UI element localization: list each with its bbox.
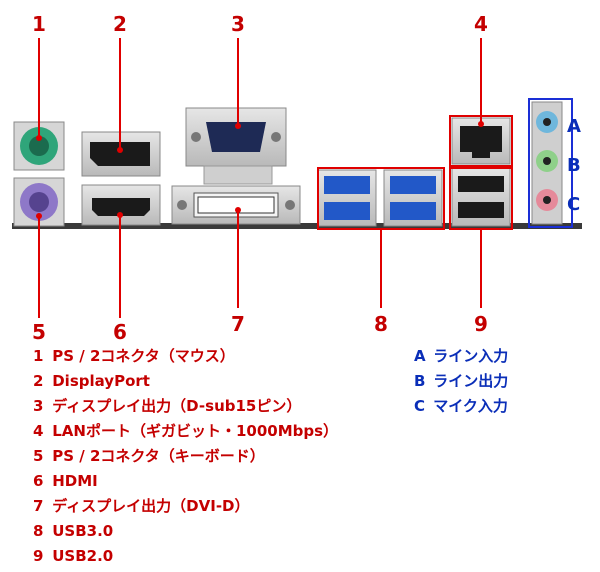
legend-text: マイク入力	[433, 397, 508, 415]
board-edge	[12, 223, 582, 229]
legend-item: 5 PS / 2コネクタ（キーボード）	[33, 444, 413, 469]
callout-c: C	[567, 194, 581, 215]
callout-3: 3	[231, 12, 245, 36]
usb3-ports	[317, 169, 443, 227]
legend-item: 2 DisplayPort	[33, 369, 413, 394]
legend-text: USB3.0	[52, 522, 114, 540]
legend-item: 6 HDMI	[33, 469, 413, 494]
d-sub-port	[185, 107, 287, 185]
legend-text: LANポート（ギガビット・1000Mbps）	[52, 422, 339, 440]
audio-highlight	[528, 98, 573, 228]
legend-key: 6	[33, 472, 44, 490]
callout-4: 4	[474, 12, 488, 36]
legend-item: B ライン出力	[414, 369, 594, 394]
io-panel-diagram	[12, 38, 582, 318]
legend-key: 3	[33, 397, 44, 415]
legend-text: ライン出力	[433, 372, 509, 390]
legend-key: A	[414, 347, 426, 365]
legend-text: ライン入力	[433, 347, 509, 365]
legend-item: 1 PS / 2コネクタ（マウス）	[33, 344, 413, 369]
legend-key: 5	[33, 447, 44, 465]
dvi-d-port	[171, 185, 301, 225]
leader-dots	[36, 121, 484, 219]
legend-item: 8 USB3.0	[33, 519, 413, 544]
legend-key: 7	[33, 497, 44, 515]
legend-text: ディスプレイ出力（DVI-D）	[52, 497, 250, 515]
legend-item: 9 USB2.0	[33, 544, 413, 569]
callout-8: 8	[374, 312, 388, 336]
legend-key: B	[414, 372, 426, 390]
legend-item: C マイク入力	[414, 394, 594, 419]
legend-key: 4	[33, 422, 44, 440]
legend-key: 8	[33, 522, 44, 540]
legend-text: HDMI	[52, 472, 98, 490]
callout-9: 9	[474, 312, 488, 336]
callout-b: B	[567, 155, 581, 176]
legend-text: PS / 2コネクタ（キーボード）	[52, 447, 265, 465]
legend-key: C	[414, 397, 426, 415]
legend-right: A ライン入力 B ライン出力 C マイク入力	[414, 344, 594, 419]
legend-item: A ライン入力	[414, 344, 594, 369]
legend-text: USB2.0	[52, 547, 114, 565]
legend-item: 3 ディスプレイ出力（D-sub15ピン）	[33, 394, 413, 419]
legend-left: 1 PS / 2コネクタ（マウス） 2 DisplayPort 3 ディスプレイ…	[33, 344, 413, 569]
legend-text: ディスプレイ出力（D-sub15ピン）	[52, 397, 302, 415]
leader-lines	[38, 38, 482, 318]
usb2-ports	[451, 167, 511, 227]
legend-text: DisplayPort	[52, 372, 150, 390]
legend-key: 2	[33, 372, 44, 390]
callout-7: 7	[231, 312, 245, 336]
legend-item: 7 ディスプレイ出力（DVI-D）	[33, 494, 413, 519]
legend-text: PS / 2コネクタ（マウス）	[52, 347, 235, 365]
callout-a: A	[567, 116, 581, 137]
legend-key: 1	[33, 347, 44, 365]
audio-jacks	[531, 101, 563, 225]
ps2-mouse-port	[13, 121, 65, 171]
legend-item: 4 LANポート（ギガビット・1000Mbps）	[33, 419, 413, 444]
callout-1: 1	[32, 12, 46, 36]
callout-2: 2	[113, 12, 127, 36]
callout-5: 5	[32, 320, 46, 344]
legend-key: 9	[33, 547, 44, 565]
callout-6: 6	[113, 320, 127, 344]
